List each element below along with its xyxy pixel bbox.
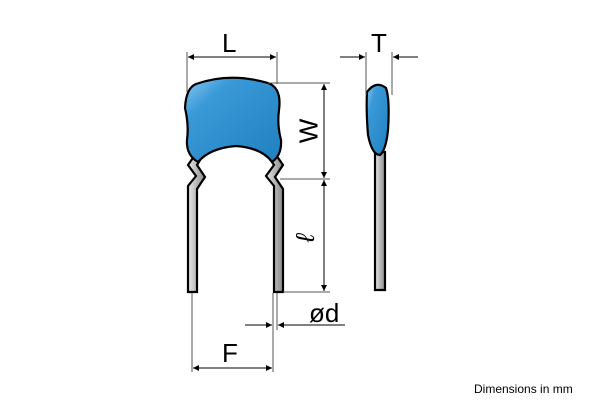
dimension-label-f: F xyxy=(222,338,238,368)
capacitor-body-front xyxy=(183,76,283,164)
dimension-label-l: L xyxy=(222,28,237,58)
units-note: Dimensions in mm xyxy=(474,382,573,396)
right-lead xyxy=(264,150,285,294)
side-lead xyxy=(373,150,387,292)
dimension-label-lead-length: ℓ xyxy=(290,233,321,243)
left-lead xyxy=(186,150,207,294)
dimension-label-t: T xyxy=(371,28,387,58)
dimension-label-w: W xyxy=(293,118,324,144)
dimension-label-od: ød xyxy=(309,298,340,328)
capacitor-body-side xyxy=(365,83,390,157)
